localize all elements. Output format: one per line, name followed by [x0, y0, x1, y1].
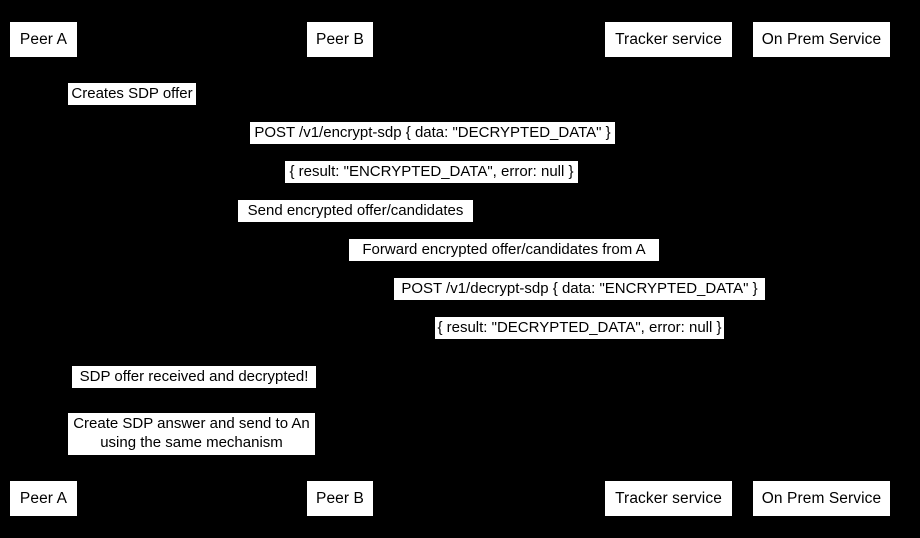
note-create-sdp-answer: Create SDP answer and send to An using t…	[68, 413, 315, 455]
lifeline-on-prem-service	[821, 57, 822, 481]
message-text-post-decrypt-sdp: POST /v1/decrypt-sdp { data: "ENCRYPTED_…	[401, 280, 758, 298]
message-creates-sdp-offer: Creates SDP offer	[68, 83, 196, 105]
lifeline-tracker-service	[668, 57, 669, 481]
actor-label-on-prem-service-top: On Prem Service	[761, 30, 882, 48]
message-text-creates-sdp-offer: Creates SDP offer	[71, 85, 193, 103]
message-text-forward-encrypted-offer: Forward encrypted offer/candidates from …	[362, 241, 646, 259]
actor-label-tracker-service-top: Tracker service	[615, 30, 722, 48]
actor-box-tracker-service-top[interactable]: Tracker service	[605, 22, 732, 57]
actor-box-tracker-service-bottom[interactable]: Tracker service	[605, 481, 732, 516]
actor-label-peer-b-top: Peer B	[316, 30, 364, 48]
message-post-decrypt-sdp: POST /v1/decrypt-sdp { data: "ENCRYPTED_…	[394, 278, 765, 300]
lifeline-peer-a	[43, 57, 44, 481]
message-text-send-encrypted-offer: Send encrypted offer/candidates	[247, 202, 464, 220]
message-send-encrypted-offer: Send encrypted offer/candidates	[238, 200, 473, 222]
actor-box-peer-b-bottom[interactable]: Peer B	[307, 481, 373, 516]
note-line-2: using the same mechanism	[100, 434, 283, 451]
actor-label-tracker-service-bottom: Tracker service	[615, 489, 722, 507]
actor-box-peer-a-top[interactable]: Peer A	[10, 22, 77, 57]
message-text-decrypt-sdp-result: { result: "DECRYPTED_DATA", error: null …	[437, 319, 722, 337]
message-text-post-encrypt-sdp: POST /v1/encrypt-sdp { data: "DECRYPTED_…	[254, 124, 611, 142]
message-text-sdp-offer-received: SDP offer received and decrypted!	[79, 368, 309, 386]
actor-label-peer-a-bottom: Peer A	[19, 489, 68, 507]
message-post-encrypt-sdp: POST /v1/encrypt-sdp { data: "DECRYPTED_…	[250, 122, 615, 144]
message-decrypt-sdp-result: { result: "DECRYPTED_DATA", error: null …	[435, 317, 724, 339]
actor-box-on-prem-service-bottom[interactable]: On Prem Service	[753, 481, 890, 516]
note-lines: Create SDP answer and send to An using t…	[73, 415, 310, 453]
note-line-1: Create SDP answer and send to An	[73, 415, 310, 433]
message-text-encrypt-sdp-result: { result: "ENCRYPTED_DATA", error: null …	[289, 163, 574, 181]
actor-label-peer-b-bottom: Peer B	[316, 489, 364, 507]
actor-label-peer-a-top: Peer A	[19, 30, 68, 48]
message-forward-encrypted-offer: Forward encrypted offer/candidates from …	[349, 239, 659, 261]
actor-label-on-prem-service-bottom: On Prem Service	[761, 489, 882, 507]
lifeline-peer-b	[340, 57, 341, 481]
message-sdp-offer-received: SDP offer received and decrypted!	[72, 366, 316, 388]
message-encrypt-sdp-result: { result: "ENCRYPTED_DATA", error: null …	[285, 161, 578, 183]
actor-box-peer-a-bottom[interactable]: Peer A	[10, 481, 77, 516]
actor-box-peer-b-top[interactable]: Peer B	[307, 22, 373, 57]
actor-box-on-prem-service-top[interactable]: On Prem Service	[753, 22, 890, 57]
